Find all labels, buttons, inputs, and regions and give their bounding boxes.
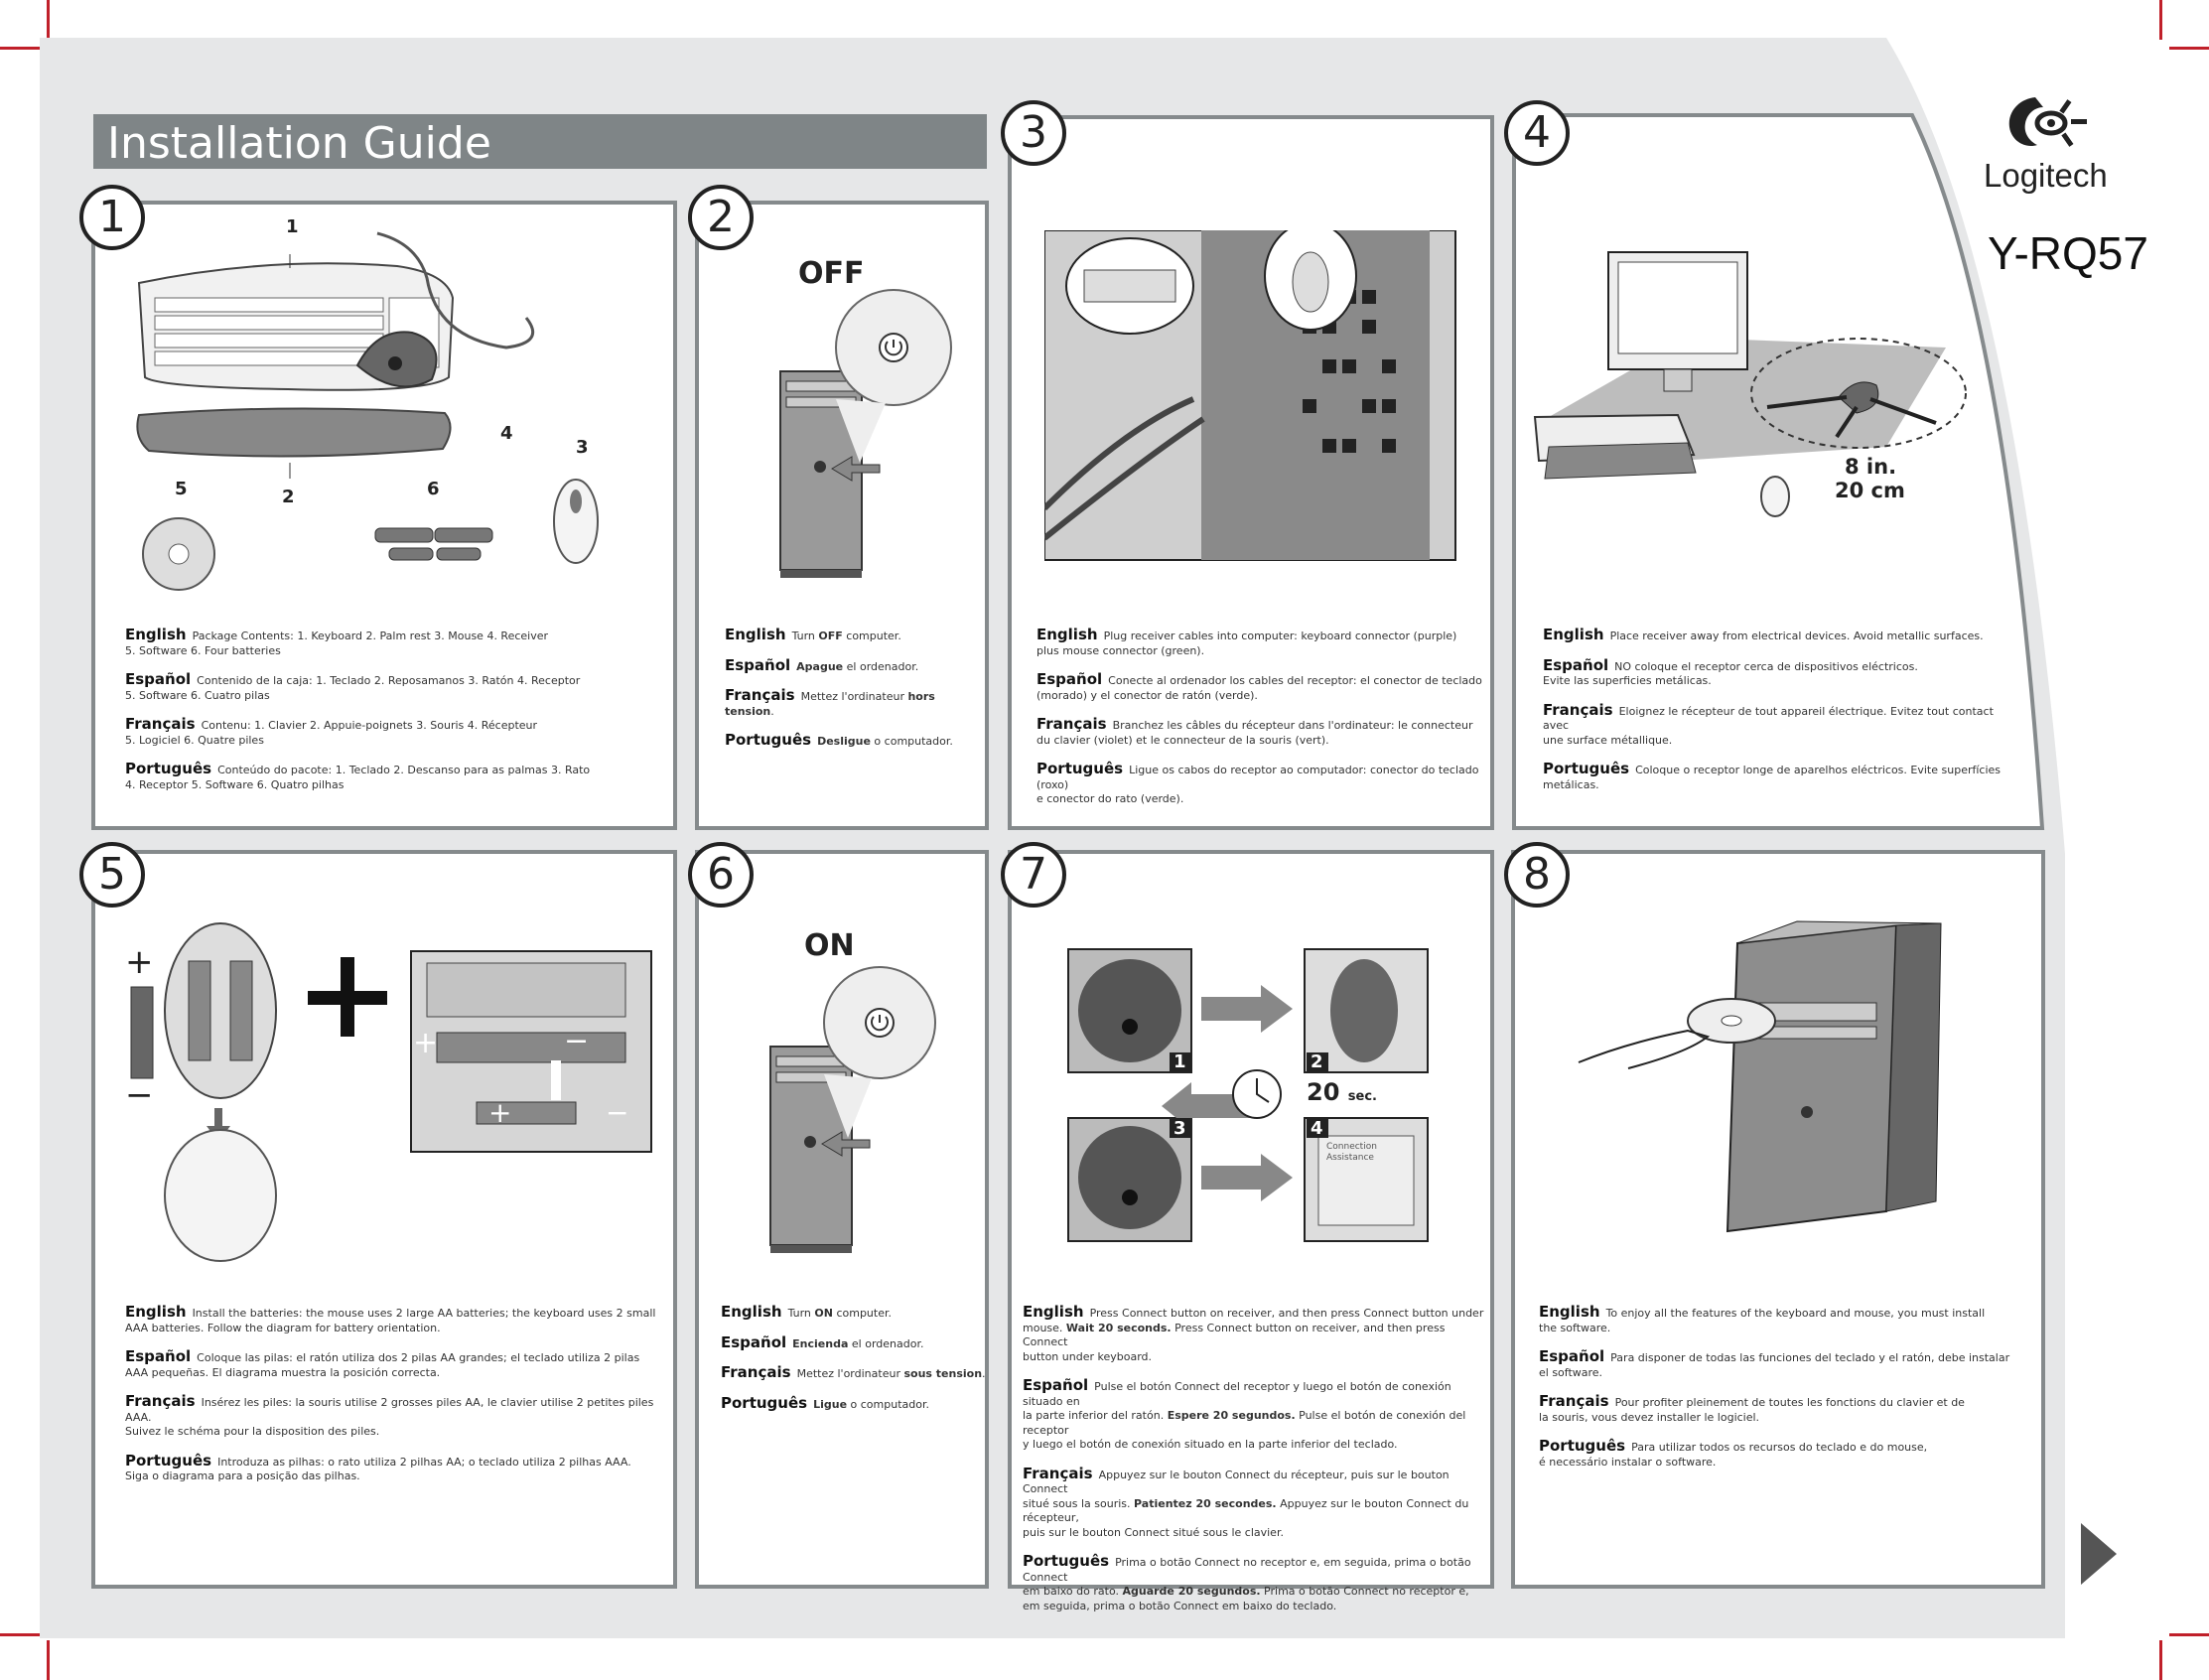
step-6-number: 6 [688, 842, 754, 908]
timer-value: 20 [1307, 1078, 1340, 1106]
crop-mark [2169, 47, 2209, 50]
step-3-number: 3 [1001, 100, 1066, 166]
step-1-number: 1 [79, 185, 145, 250]
model-number: Y-RQ57 [1988, 227, 2148, 279]
svg-text:−: − [125, 1075, 154, 1115]
item-label-5: 5 [175, 479, 188, 499]
logitech-logo-icon [2008, 97, 2087, 147]
item-label-6: 6 [427, 479, 440, 499]
crop-mark [2169, 1633, 2209, 1636]
title-bar: Installation Guide [93, 114, 987, 169]
computer-off-illustration [779, 289, 952, 578]
crop-mark [47, 0, 50, 40]
item-label-4: 4 [500, 423, 513, 444]
step-2-state: OFF [798, 256, 865, 291]
distance-inches: 8 in. [1845, 455, 1897, 479]
crop-mark [47, 1640, 50, 1680]
step-4-number: 4 [1504, 100, 1570, 166]
next-page-arrow-icon[interactable] [2079, 1521, 2119, 1587]
crop-mark [0, 47, 40, 50]
package-contents-illustration [136, 231, 599, 591]
step-8-number: 8 [1504, 842, 1570, 908]
sub-step-2: 2 [1311, 1051, 1323, 1072]
timer-unit: sec. [1347, 1089, 1377, 1104]
power-icon [885, 340, 902, 356]
svg-text:−: − [564, 1024, 589, 1058]
step-5-number: 5 [79, 842, 145, 908]
sub-step-1: 1 [1174, 1051, 1186, 1072]
connection-assistance-screen-text: Connection Assistance [1326, 1142, 1377, 1163]
battery-install-illustration: + − + − + − [125, 922, 652, 1262]
svg-text:+: + [125, 942, 154, 982]
crop-mark [2159, 1640, 2162, 1680]
connect-receiver-illustration [1044, 230, 1456, 561]
item-label-3: 3 [576, 437, 589, 458]
step-2-number: 2 [688, 185, 754, 250]
sub-step-4: 4 [1311, 1118, 1323, 1139]
receiver-placement-illustration [1533, 251, 1967, 517]
step-7-number: 7 [1001, 842, 1066, 908]
svg-text:+: + [413, 1026, 438, 1060]
svg-text:−: − [606, 1096, 628, 1129]
page-title: Installation Guide [107, 118, 491, 169]
sub-step-3: 3 [1174, 1118, 1186, 1139]
timer-label: 20 sec. [1307, 1078, 1377, 1106]
crop-mark [0, 1633, 40, 1636]
power-icon [871, 1015, 889, 1032]
install-software-illustration [1578, 920, 1942, 1233]
item-label-2: 2 [282, 487, 295, 507]
brand-name: Logitech [1984, 157, 2108, 194]
computer-on-illustration [769, 966, 936, 1253]
connect-sequence-illustration [1067, 948, 1429, 1242]
step-6-state: ON [804, 928, 855, 963]
item-label-1: 1 [286, 216, 299, 237]
distance-cm: 20 cm [1835, 479, 1905, 502]
crop-mark [2159, 0, 2162, 40]
svg-text:+: + [488, 1096, 511, 1129]
